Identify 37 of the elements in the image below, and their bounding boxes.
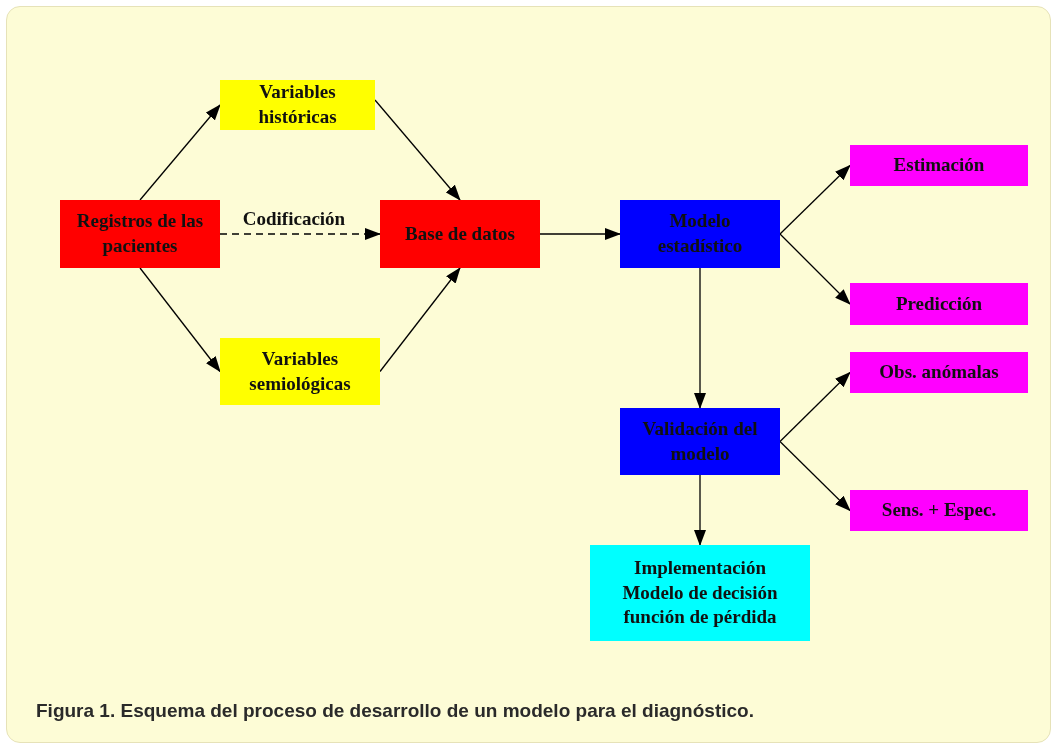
box-label: Registros de las pacientes <box>75 209 205 258</box>
process-box <box>620 408 780 475</box>
box-label: Estimación <box>893 153 985 178</box>
arrow <box>379 267 461 373</box>
process-box <box>380 200 540 268</box>
figure-caption: Figura 1. Esquema del proceso de desarrollo de un modelo para el diagnóstico. <box>36 700 754 722</box>
box-label: Modelo estadístico <box>656 209 744 258</box>
process-box <box>220 80 375 130</box>
box-label: Sens. + Espec. <box>881 498 997 523</box>
arrow <box>539 228 621 240</box>
box-label: Predicción <box>895 291 983 316</box>
arrow <box>779 371 851 443</box>
box-label: Variables semiológicas <box>248 346 352 396</box>
arrow <box>139 267 221 373</box>
process-box <box>620 200 780 268</box>
arrow <box>779 233 851 305</box>
process-box <box>60 200 220 268</box>
process-box <box>220 338 380 405</box>
box-label: Obs. anómalas <box>879 360 999 385</box>
process-box <box>850 283 1028 325</box>
process-box <box>850 352 1028 393</box>
arrow <box>694 474 706 546</box>
process-box <box>850 490 1028 531</box>
arrow <box>374 99 461 201</box>
arrow <box>219 228 381 240</box>
box-label: Implementación <box>634 555 766 580</box>
box-label: Validación del modelo <box>641 416 759 466</box>
box-label: Modelo de decisión <box>622 580 778 605</box>
box-label: Variables históricas <box>257 80 338 129</box>
arrow <box>139 104 221 201</box>
arrow <box>779 164 851 235</box>
arrow <box>694 267 706 409</box>
box-label: función de pérdida <box>623 605 777 630</box>
process-box <box>590 545 810 641</box>
arrow <box>779 440 851 512</box>
box-label: Base de datos <box>405 221 515 246</box>
process-box <box>850 145 1028 186</box>
